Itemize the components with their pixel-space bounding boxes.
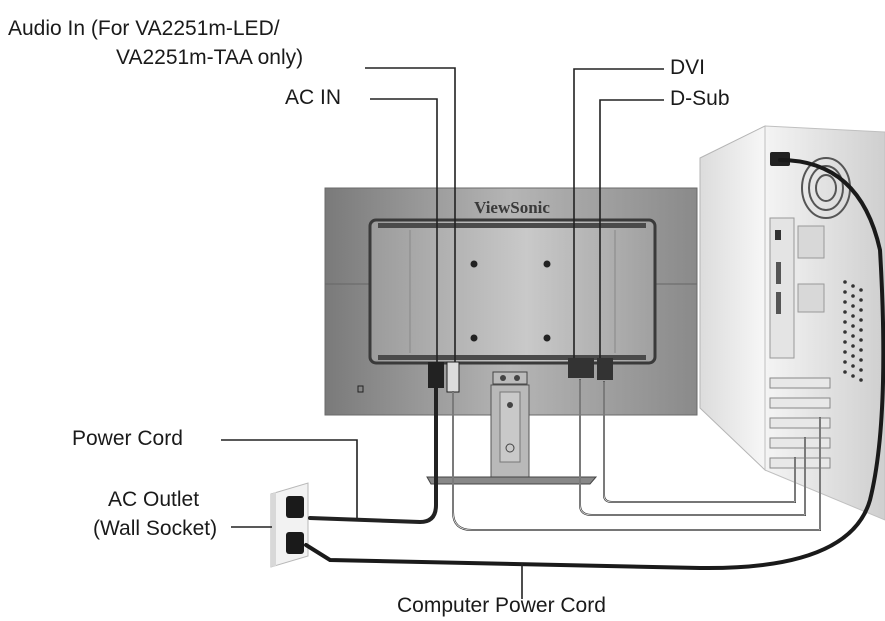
monitor-back: [324, 187, 698, 485]
computer-power-cord-label: Computer Power Cord: [397, 594, 606, 617]
wall-outlet: [270, 482, 309, 568]
ac-outlet-label-line1: AC Outlet: [108, 488, 200, 511]
audio-in-label-line2: VA2251m-TAA only): [116, 46, 304, 69]
ac-in-label: AC IN: [285, 86, 342, 109]
dvi-label: DVI: [670, 56, 706, 79]
cables: [304, 158, 885, 571]
monitor-brand: ViewSonic: [474, 198, 550, 217]
audio-in-label-line1: Audio In (For VA2251m-LED/: [8, 17, 280, 40]
d-sub-label: D-Sub: [670, 87, 730, 110]
leader-lines: [221, 67, 664, 599]
ac-outlet-label-line2: (Wall Socket): [93, 517, 218, 540]
power-cord-label: Power Cord: [72, 427, 183, 450]
vent-holes: [843, 280, 863, 382]
computer-tower: [699, 125, 885, 521]
